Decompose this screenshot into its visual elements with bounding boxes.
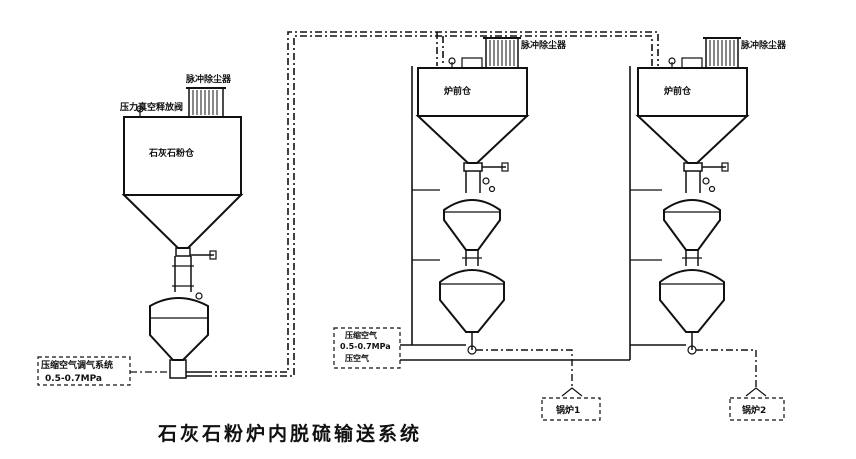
bin-valve-icon	[668, 57, 676, 68]
compressed-air-label: 压缩空气调气系统	[41, 359, 113, 371]
vacuum-valve-label: 压力真空释放阀	[120, 101, 183, 113]
silo-dust-collector-label: 脉冲除尘器	[185, 73, 232, 85]
furnace-unit-2	[629, 37, 750, 360]
dust-collector-icon	[703, 37, 741, 69]
boiler-1-label: 锅炉1	[555, 404, 580, 416]
furnace-dust-collector-2-label: 脉冲除尘器	[740, 39, 787, 51]
boiler-1	[541, 397, 601, 421]
silo-pressure-vessel	[149, 297, 209, 379]
furnace-bin-2-label: 炉前仓	[664, 85, 692, 97]
dust-collector-icon	[186, 87, 226, 118]
pressure-vacuum-valve-icon	[136, 105, 144, 117]
diagram-title: 石灰石粉炉内脱硫输送系统	[157, 422, 422, 445]
furnace-unit-1	[411, 37, 530, 355]
compressed-air-2-label: 压缩空气	[345, 330, 377, 340]
dust-collector-icon	[483, 37, 521, 69]
furnace-dust-collector-1-label: 脉冲除尘器	[520, 39, 567, 51]
compressed-air-pressure: 0.5-0.7MPa	[45, 374, 102, 384]
boiler-2	[729, 397, 785, 421]
compressed-air-2-sub: 压空气	[345, 353, 369, 363]
conveying-pipeline	[205, 31, 659, 377]
compressed-air-box	[37, 356, 170, 386]
furnace-bin-1-label: 炉前仓	[444, 85, 472, 97]
silo-label: 石灰石粉仓	[148, 147, 195, 159]
boiler-2-label: 锅炉2	[741, 404, 766, 416]
limestone-silo	[121, 87, 244, 300]
compressed-air-box-2	[333, 327, 686, 369]
bin-valve-icon	[448, 57, 456, 68]
compressed-air-2-pressure: 0.5-0.7MPa	[340, 342, 391, 351]
boiler-feed-lines	[476, 349, 767, 397]
